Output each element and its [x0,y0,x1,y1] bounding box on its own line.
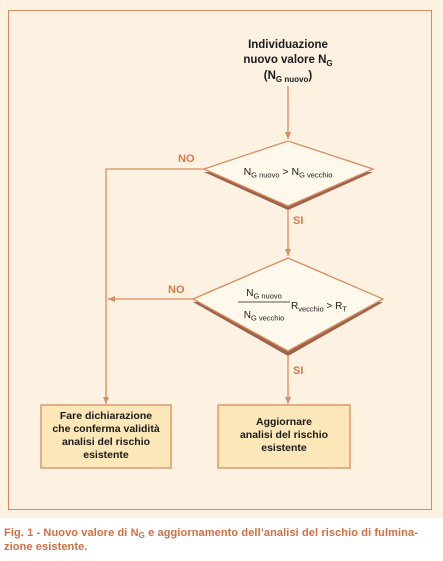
decision2-diamond [191,257,385,352]
caption-part1: Fig. 1 - Nuovo valore di N [4,527,139,539]
decision1-condition: NG nuovo > NG vecchio [244,166,333,180]
label-si-1: SI [293,215,303,227]
caption-part2: e aggiornamento dell’analisi del rischio… [144,527,418,539]
label-no-2: NO [168,284,185,296]
box-right-line2: analisi del rischio [240,429,328,441]
box-left-line3: analisi del rischio [62,436,150,448]
start-line3: (NG nuovo) [264,70,313,84]
start-node: Individuazione nuovo valore NG (NG nuovo… [243,39,332,84]
figure-caption: Fig. 1 - Nuovo valore di NG e aggiorname… [4,526,439,554]
label-no-1: NO [178,153,195,165]
box-right-line1: Aggiornare [256,416,312,428]
figure-frame [8,10,432,510]
box-update-analysis: Aggiornare analisi del rischio esistente [217,404,351,469]
caption-line2: zione esistente. [4,541,88,553]
decision2-denominator: NG vecchio [244,310,285,323]
decision-1: NG nuovo > NG vecchio [202,140,375,210]
arrow-decision1-no [103,168,204,404]
start-line2: nuovo valore NG [243,54,332,68]
box-left-line2: che conferma validità [52,423,160,435]
caption-subscript: G [138,531,145,540]
box-left-line1: Fare dichiarazione [60,410,152,422]
box-left-line4: esistente [83,449,129,461]
decision1-diamond [202,140,375,207]
flowchart: Individuazione nuovo valore NG (NG nuovo… [40,39,385,469]
decision2-numerator: NG nuovo [246,288,282,301]
label-si-2: SI [293,365,303,377]
box-confirm-validity: Fare dichiarazione che conferma validità… [40,404,172,469]
decision-2: NG nuovo NG vecchio Rvecchio > RT [191,257,385,356]
start-line1: Individuazione [248,39,328,51]
box-right-line3: esistente [261,442,307,454]
decision2-ratio: Rvecchio > RT [291,301,347,314]
